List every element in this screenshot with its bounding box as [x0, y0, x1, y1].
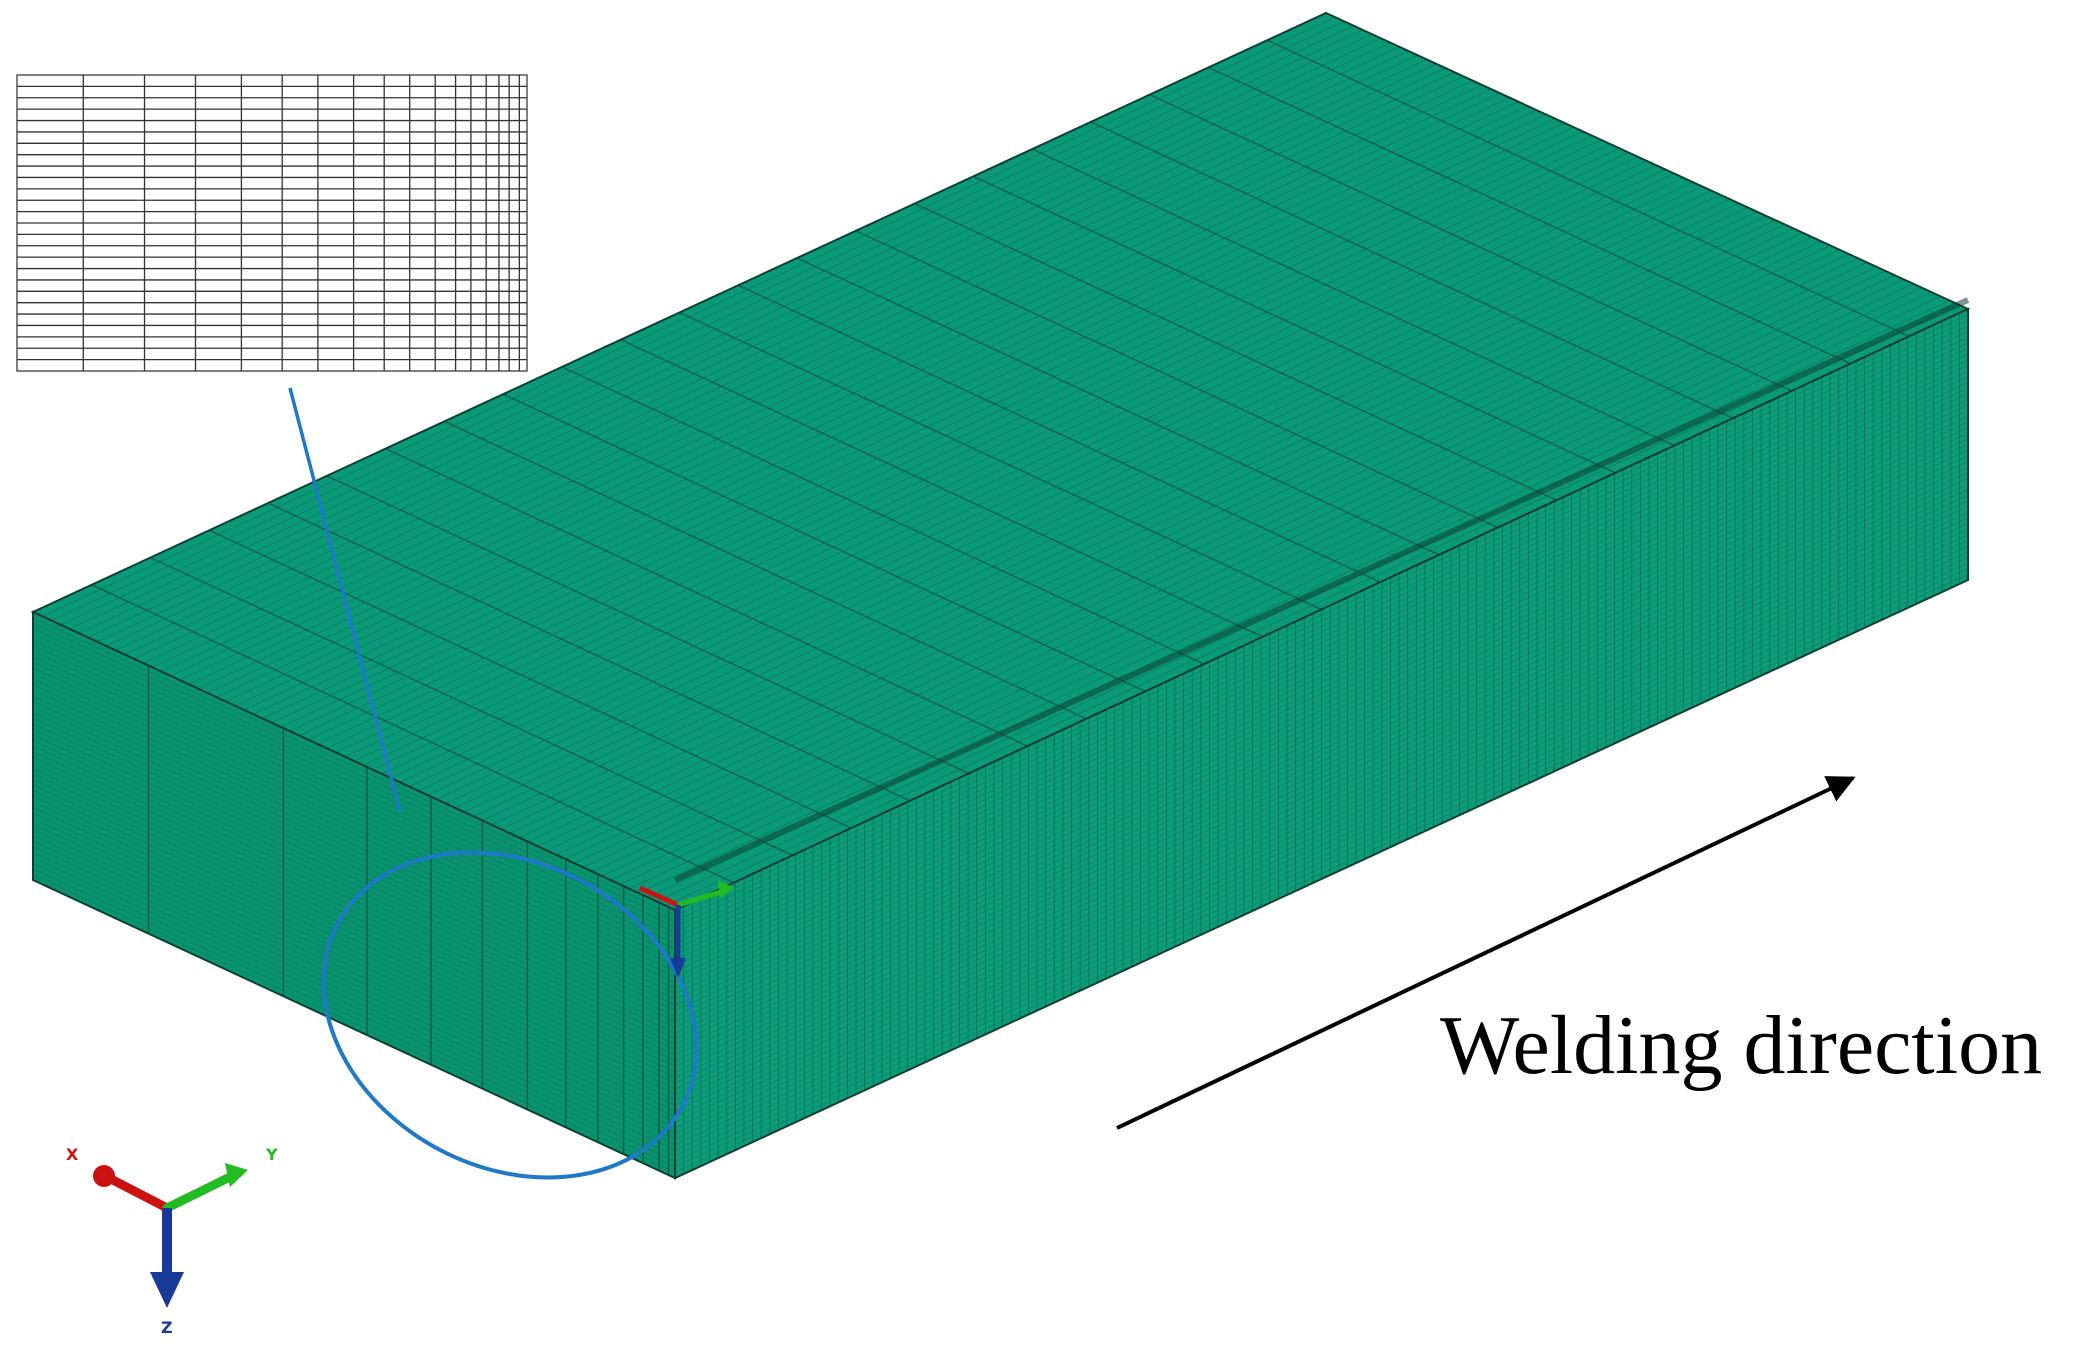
mesh-line [32, 634, 676, 933]
mesh-line [32, 712, 676, 1011]
mesh-line [32, 622, 676, 922]
mesh-line [502, 393, 1146, 693]
mesh-line [32, 801, 676, 1101]
mesh-line [32, 684, 676, 983]
mesh-line [32, 706, 676, 1006]
mesh-line [32, 851, 676, 1151]
mesh-line [32, 745, 676, 1045]
mesh-grid-lines [32, 16, 1969, 1176]
mesh-line [561, 366, 1205, 665]
triad-z-label: Z [161, 1318, 173, 1337]
mesh-line [1090, 121, 1734, 419]
mesh-line [32, 667, 676, 967]
mesh-line [620, 339, 1264, 638]
mesh-line [32, 807, 676, 1106]
mesh-line [32, 840, 676, 1140]
triad-y-label: Y [265, 1145, 278, 1164]
welding-direction-arrow [1116, 776, 1856, 1130]
mesh-line [32, 818, 676, 1117]
mesh-line [32, 829, 676, 1128]
mesh-line [32, 784, 676, 1084]
highlight-ellipse [321, 850, 699, 1180]
mesh-line [973, 175, 1616, 474]
mesh-line [679, 311, 1322, 611]
mesh-line [32, 846, 676, 1145]
mesh-line [32, 874, 676, 1173]
mesh-line [796, 257, 1440, 556]
coordinate-triad: X Y Z [66, 1145, 278, 1337]
mesh-line [32, 723, 676, 1022]
mesh-line [32, 734, 676, 1034]
mesh-line [32, 863, 676, 1162]
mesh-line [32, 779, 676, 1078]
mesh-line [32, 835, 676, 1134]
mesh-line [32, 701, 676, 1000]
mesh-line [32, 740, 676, 1039]
mesh-block [30, 11, 1971, 1180]
mesh-line [32, 673, 676, 972]
mesh-line [32, 790, 676, 1089]
mesh-line [32, 678, 676, 978]
mesh-line [385, 447, 1028, 747]
mesh-line [32, 656, 676, 955]
mesh-line [1031, 148, 1675, 447]
welding-direction-label: Welding direction [1440, 999, 2042, 1092]
mesh-line [267, 502, 911, 802]
mesh-line [208, 529, 852, 829]
mesh-line [32, 773, 676, 1073]
mesh-line [32, 756, 676, 1056]
mesh-line [32, 857, 676, 1156]
mesh-detail-inset [16, 74, 528, 372]
mesh-line [150, 556, 793, 857]
mesh-line [32, 868, 676, 1168]
mesh-line [32, 650, 676, 950]
mesh-line [326, 475, 970, 775]
inset-leader-line [288, 387, 402, 813]
mesh-line [32, 796, 676, 1095]
mesh-line [32, 717, 676, 1017]
mesh-line [32, 762, 676, 1061]
mesh-line [32, 645, 676, 944]
mesh-line [1266, 39, 1910, 338]
mesh-line [1149, 93, 1793, 392]
weld-seam-dense-band [673, 297, 1970, 883]
mesh-line [737, 284, 1381, 583]
triad-x-label: X [66, 1145, 79, 1164]
mesh-line [32, 729, 676, 1028]
local-coordinate-triad [638, 880, 734, 978]
mesh-line [32, 823, 676, 1123]
mesh-line [32, 689, 676, 989]
mesh-line [32, 639, 676, 939]
mesh-line [444, 420, 1087, 720]
mesh-line [32, 662, 676, 961]
mesh-line [32, 628, 676, 927]
mesh-line [1208, 66, 1851, 365]
mesh-line [855, 230, 1499, 529]
mesh-line [914, 202, 1557, 501]
mesh-line [32, 812, 676, 1112]
mesh-line [32, 768, 676, 1067]
mesh-line [91, 584, 735, 884]
mesh-line [32, 617, 676, 916]
mesh-line [32, 695, 676, 994]
